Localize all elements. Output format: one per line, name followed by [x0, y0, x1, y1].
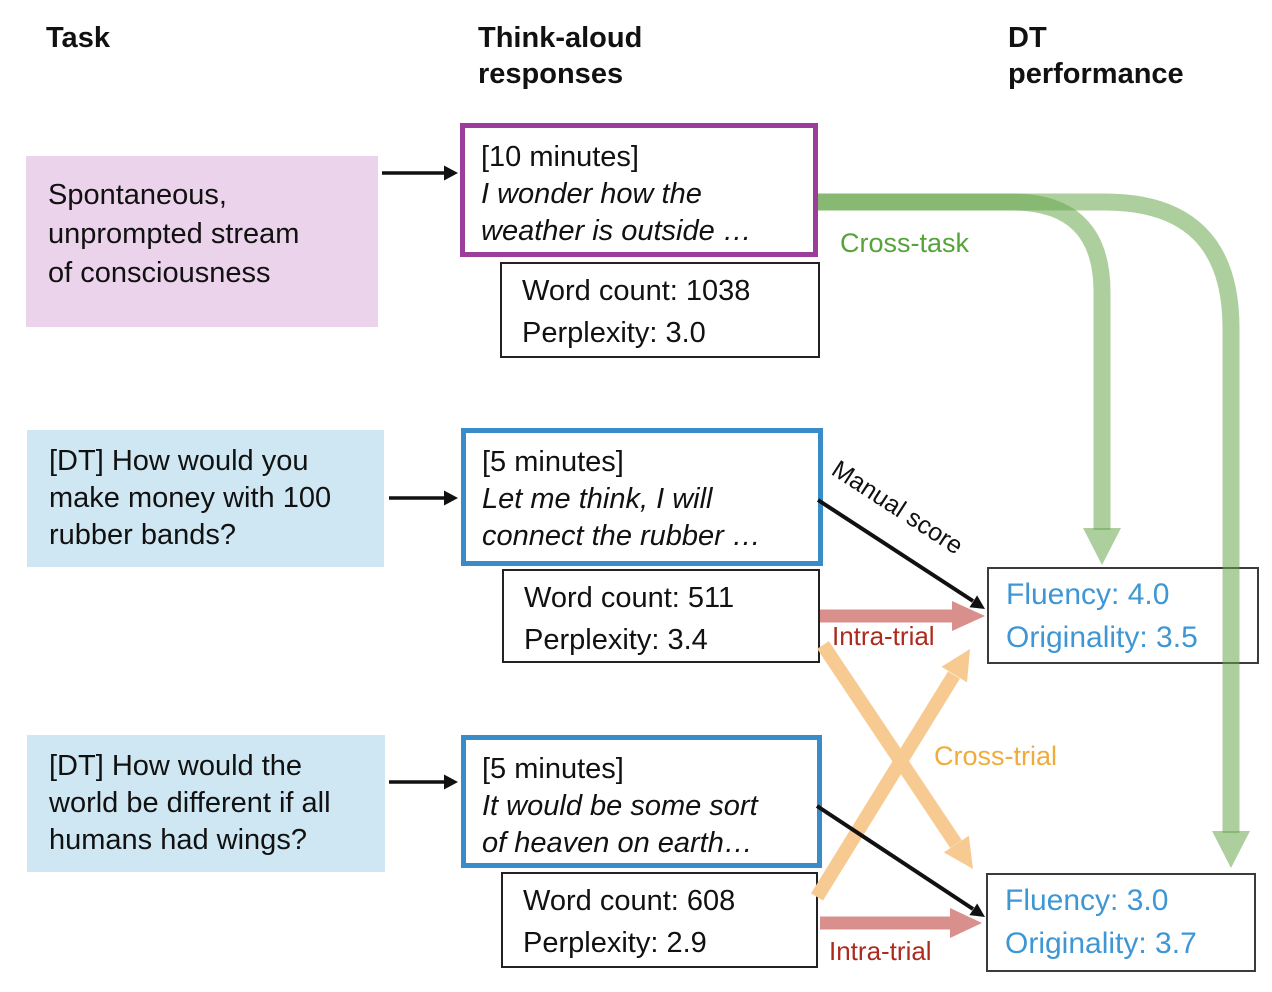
stats-box-1: Word count: 1038 Perplexity: 3.0: [500, 262, 820, 358]
column-header-performance: DT performance: [1008, 22, 1184, 90]
cross-trial-label: Cross-trial: [934, 741, 1058, 771]
stats-3-word-count: Word count: 608: [523, 885, 736, 917]
performance-box-1: Fluency: 4.0 Originality: 3.5: [987, 567, 1259, 664]
response-box-2: [5 minutes] Let me think, I will connect…: [461, 428, 823, 566]
stats-1-word-count: Word count: 1038: [522, 275, 751, 307]
column-header-responses: Think-aloud responses: [478, 22, 643, 90]
response-box-3: [5 minutes] It would be some sort of hea…: [461, 735, 822, 868]
task1-arrow: [382, 165, 458, 181]
task-box-stream-of-consciousness: Spontaneous, unprompted stream of consci…: [26, 156, 378, 327]
manual-score-arrow-2: [815, 804, 985, 917]
performance-1-fluency: Fluency: 4.0: [1006, 578, 1170, 611]
task2-arrow: [389, 490, 458, 506]
task3-arrow: [389, 774, 458, 790]
stats-1-perplexity: Perplexity: 3.0: [522, 317, 706, 349]
intra-trial-label-2: Intra-trial: [829, 936, 932, 966]
column-header-task: Task: [46, 22, 110, 54]
performance-2-fluency: Fluency: 3.0: [1005, 884, 1169, 917]
intra-trial-label-1: Intra-trial: [832, 621, 935, 651]
response-3-quote: It would be some sort of heaven on earth…: [482, 790, 758, 859]
stats-3-perplexity: Perplexity: 2.9: [523, 927, 707, 959]
response-1-duration: [10 minutes]: [481, 141, 639, 173]
performance-box-2: Fluency: 3.0 Originality: 3.7: [986, 873, 1256, 972]
response-1-quote: I wonder how the weather is outside …: [481, 178, 752, 247]
performance-1-originality: Originality: 3.5: [1006, 621, 1198, 654]
response-box-1: [10 minutes] I wonder how the weather is…: [460, 123, 818, 257]
manual-score-label: Manual score: [826, 455, 968, 561]
stats-box-2: Word count: 511 Perplexity: 3.4: [502, 569, 820, 663]
performance-2-originality: Originality: 3.7: [1005, 927, 1197, 960]
response-3-duration: [5 minutes]: [482, 753, 624, 785]
intra-trial-arrow-2: [820, 908, 982, 938]
response-2-quote: Let me think, I will connect the rubber …: [482, 483, 761, 552]
response-2-duration: [5 minutes]: [482, 446, 624, 478]
task-box-humans-wings: [DT] How would the world be different if…: [27, 735, 385, 872]
stats-2-perplexity: Perplexity: 3.4: [524, 624, 708, 656]
stats-box-3: Word count: 608 Perplexity: 2.9: [501, 872, 818, 968]
cross-task-label: Cross-task: [840, 228, 970, 258]
cross-trial-arrow-up: [811, 649, 970, 901]
stats-2-word-count: Word count: 511: [524, 582, 735, 614]
task-box-rubber-bands: [DT] How would you make money with 100 r…: [27, 430, 384, 567]
